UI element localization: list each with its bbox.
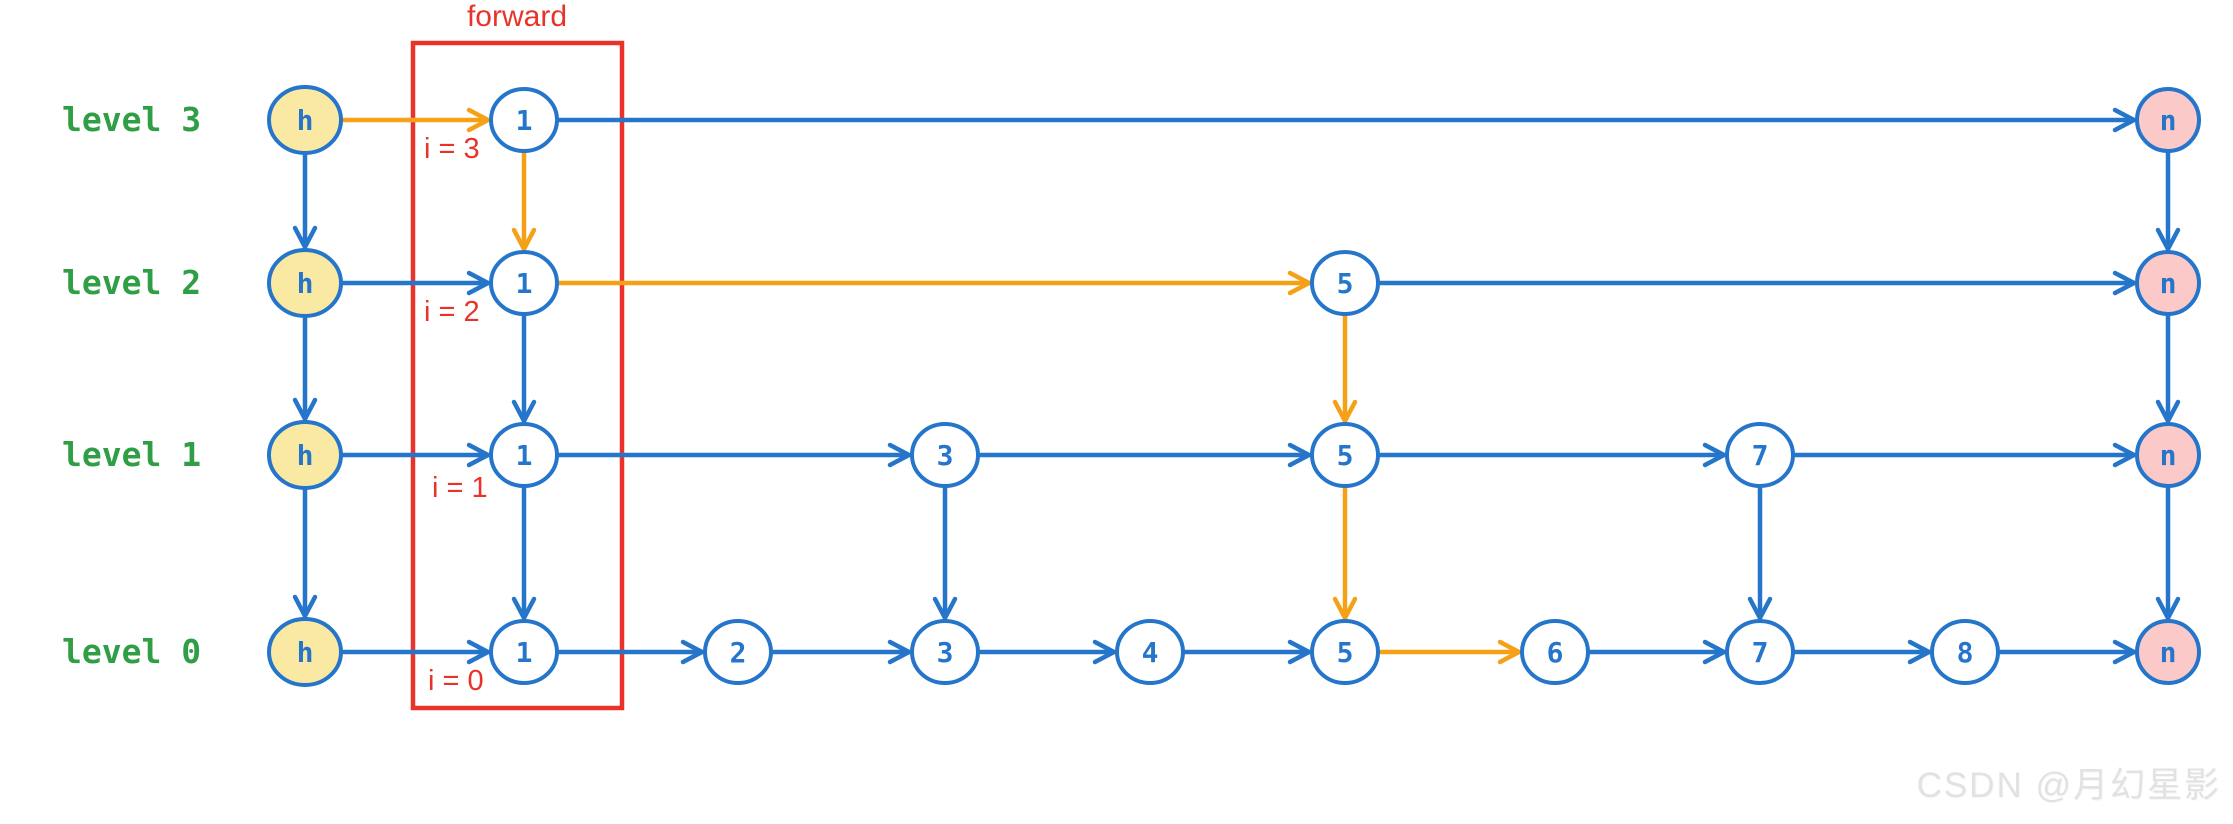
node-label-eight0: 8 [1957,636,1974,669]
node-three0: 3 [910,619,980,685]
node-circle-four0 [1115,619,1185,685]
node-circle-seven1 [1725,422,1795,488]
nodes-layer: h h h h 1 1 1 1 2 3 3 4 5 5 5 6 7 7 8 n n n n [267,85,2201,687]
node-label-two0: 2 [730,636,747,669]
node-circle-one0 [489,619,559,685]
forward-box-layer: forward [410,0,625,711]
node-one0: 1 [489,619,559,685]
node-circle-n1 [2135,422,2201,488]
level-labels-layer: level 3 level 2 level 1 level 0 [62,100,201,671]
node-circle-one1 [489,422,559,488]
node-label-n0: n [2160,636,2177,669]
node-label-h3: h [297,104,314,137]
node-circle-h2 [267,248,343,318]
node-h0: h [267,617,343,687]
node-eight0: 8 [1930,619,2000,685]
index-label-2: i = 1 [432,472,488,504]
node-label-five2: 5 [1337,267,1354,300]
node-circle-three0 [910,619,980,685]
node-circle-eight0 [1930,619,2000,685]
node-four0: 4 [1115,619,1185,685]
node-circle-n2 [2135,250,2201,316]
node-circle-three1 [910,422,980,488]
node-seven1: 7 [1725,422,1795,488]
node-label-four0: 4 [1142,636,1159,669]
node-label-three1: 3 [937,439,954,472]
node-circle-one3 [489,87,559,153]
node-label-seven1: 7 [1752,439,1769,472]
node-label-one3: 1 [516,104,533,137]
node-label-h1: h [297,439,314,472]
level-label-2: level 1 [62,435,201,474]
node-five1: 5 [1310,422,1380,488]
watermark: CSDN @月幻星影 [1916,766,2221,805]
node-circle-five1 [1310,422,1380,488]
node-circle-h1 [267,420,343,490]
index-labels-layer: i = 3 i = 2 i = 1 i = 0 [424,133,488,697]
forward-box [410,40,625,711]
edges-layer [292,107,2181,665]
node-label-one1: 1 [516,439,533,472]
node-six0: 6 [1520,619,1590,685]
node-label-one2: 1 [516,267,533,300]
node-circle-n0 [2135,619,2201,685]
index-label-1: i = 2 [424,296,480,328]
node-label-five1: 5 [1337,439,1354,472]
node-one3: 1 [489,87,559,153]
level-label-1: level 2 [62,263,201,302]
node-n2: n [2135,250,2201,316]
node-five2: 5 [1310,250,1380,316]
node-three1: 3 [910,422,980,488]
node-label-n1: n [2160,439,2177,472]
level-label-0: level 3 [62,100,201,139]
node-label-n3: n [2160,104,2177,137]
node-n3: n [2135,87,2201,153]
forward-box-label: forward [467,0,567,33]
level-label-3: level 0 [62,632,201,671]
node-label-five0: 5 [1337,636,1354,669]
index-label-3: i = 0 [428,665,484,697]
node-label-n2: n [2160,267,2177,300]
node-seven0: 7 [1725,619,1795,685]
node-two0: 2 [703,619,773,685]
node-circle-h3 [267,85,343,155]
node-five0: 5 [1310,619,1380,685]
node-label-h2: h [297,267,314,300]
node-label-three0: 3 [937,636,954,669]
node-h1: h [267,420,343,490]
node-circle-h0 [267,617,343,687]
node-circle-one2 [489,250,559,316]
node-h2: h [267,248,343,318]
node-label-seven0: 7 [1752,636,1769,669]
node-label-one0: 1 [516,636,533,669]
node-n0: n [2135,619,2201,685]
node-label-h0: h [297,636,314,669]
node-n1: n [2135,422,2201,488]
node-circle-n3 [2135,87,2201,153]
index-label-0: i = 3 [424,133,480,165]
node-one1: 1 [489,422,559,488]
node-circle-six0 [1520,619,1590,685]
node-circle-five0 [1310,619,1380,685]
node-h3: h [267,85,343,155]
node-label-six0: 6 [1547,636,1564,669]
node-circle-seven0 [1725,619,1795,685]
node-circle-two0 [703,619,773,685]
node-circle-five2 [1310,250,1380,316]
node-one2: 1 [489,250,559,316]
